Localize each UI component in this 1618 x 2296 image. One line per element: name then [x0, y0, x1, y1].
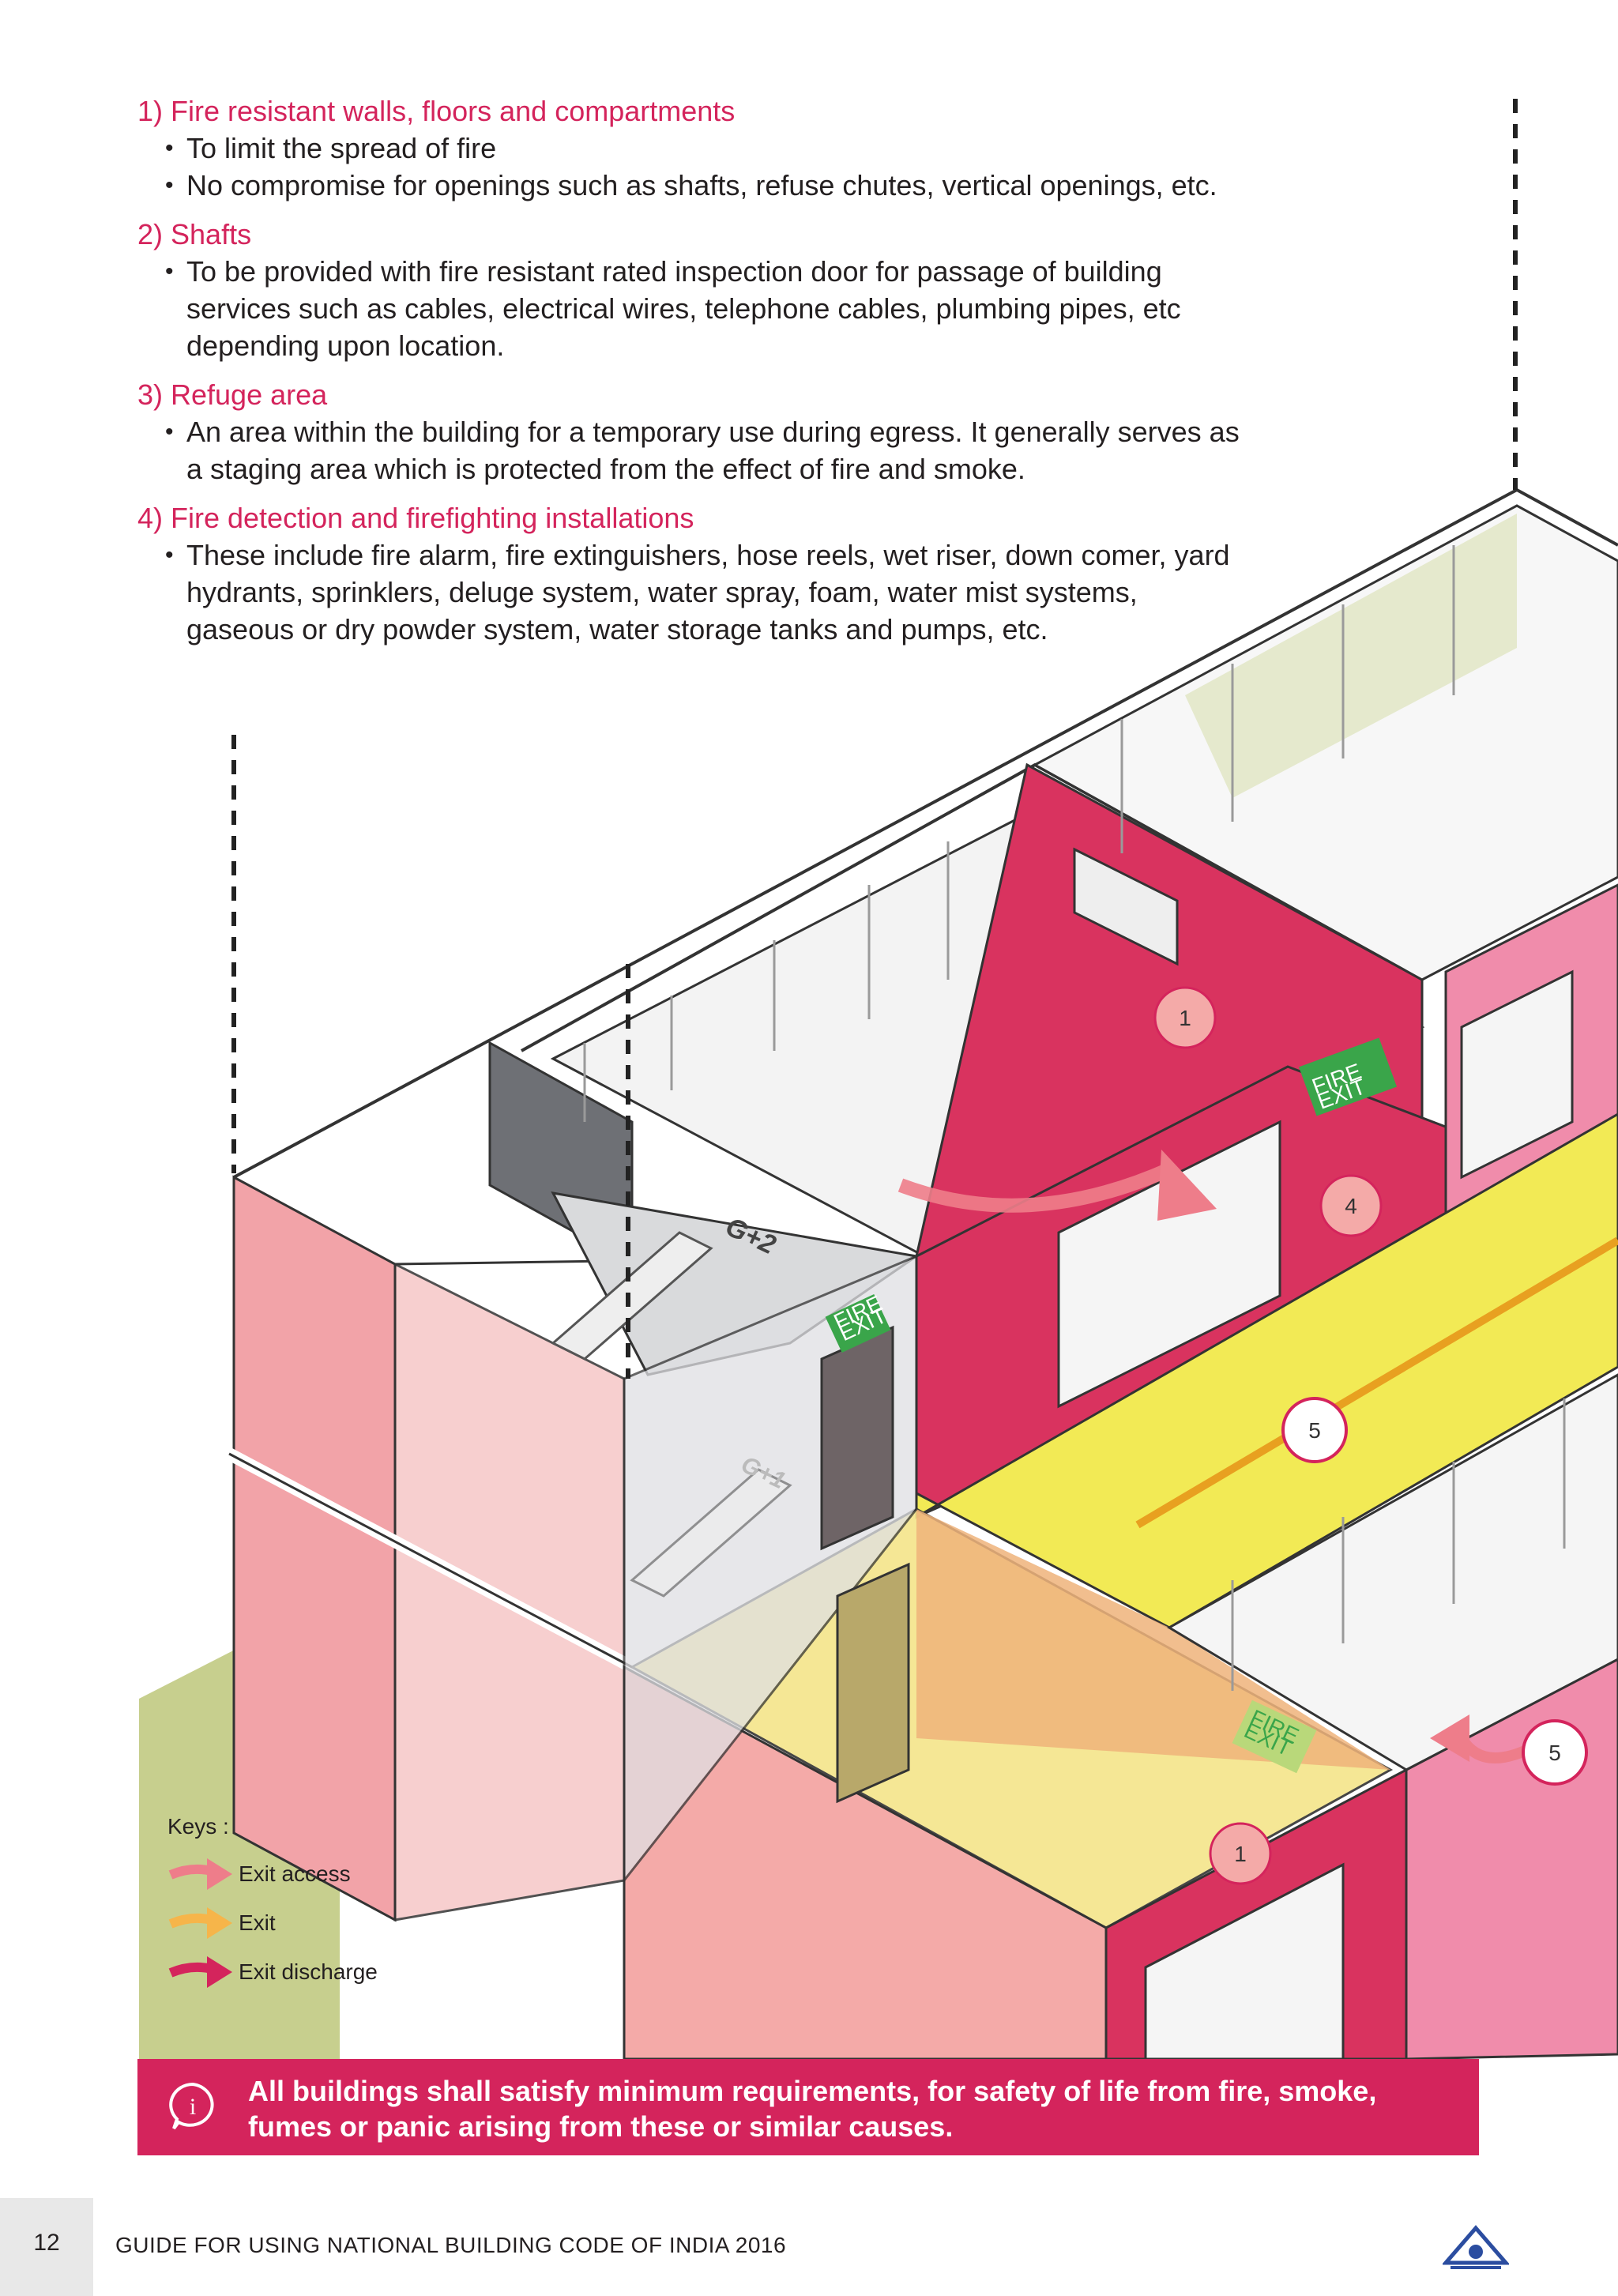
arrow-right-icon — [168, 1956, 232, 1988]
key-exit-access: Exit access — [167, 1854, 351, 1903]
keys-title: Keys : — [167, 1814, 229, 1839]
bullet-item: An area within the building for a tempor… — [165, 413, 1245, 487]
bullet-list: To limit the spread of fire No compromis… — [137, 130, 1259, 204]
arrow-right-icon — [168, 1907, 232, 1939]
bullet-list: These include fire alarm, fire extinguis… — [137, 536, 1245, 648]
key-exit-discharge: Exit discharge — [167, 1952, 378, 2001]
fire-doors — [820, 969, 1574, 2061]
section-shafts: 2) Shafts To be provided with fire resis… — [137, 216, 1259, 364]
svg-text:1: 1 — [1179, 1006, 1191, 1030]
outer-wall-left-glass — [393, 1262, 626, 1921]
dashed-guides — [231, 99, 1518, 1379]
callout-5-corridor: 5 — [1281, 1397, 1348, 1463]
exit-access-arrow-upper — [897, 1162, 1172, 1213]
section-title: 1) Fire resistant walls, floors and comp… — [137, 95, 736, 127]
arrow-right-icon — [168, 1858, 232, 1890]
outer-wall-left — [232, 1175, 397, 1922]
svg-text:1: 1 — [1234, 1842, 1247, 1866]
note-banner: i All buildings shall satisfy minimum re… — [137, 2059, 1479, 2155]
footer-title: GUIDE FOR USING NATIONAL BUILDING CODE O… — [115, 2233, 787, 2257]
svg-text:i: i — [190, 2094, 196, 2120]
info-icon: i — [169, 2082, 214, 2130]
svg-text:5: 5 — [1308, 1418, 1321, 1443]
page-number: 12 — [33, 2230, 60, 2256]
bullet-list: An area within the building for a tempor… — [137, 413, 1245, 487]
note-text: All buildings shall satisfy minimum requ… — [248, 2075, 1377, 2143]
section-fire-resistant-walls: 1) Fire resistant walls, floors and comp… — [137, 93, 1259, 204]
bullet-list: To be provided with fire resistant rated… — [137, 253, 1245, 364]
bullet-item: To limit the spread of fire — [165, 130, 1259, 167]
bis-logo-icon — [1443, 2225, 1509, 2269]
bullet-item: To be provided with fire resistant rated… — [165, 253, 1245, 364]
section-title: 2) Shafts — [137, 218, 252, 250]
key-label: Exit access — [239, 1861, 351, 1886]
bullet-item: No compromise for openings such as shaft… — [165, 167, 1259, 204]
key-exit: Exit — [167, 1903, 276, 1952]
callout-5-lower: 5 — [1522, 1719, 1588, 1786]
keys-legend: Keys : Exit access Exit Exit discharge — [167, 1814, 378, 2001]
section-title: 3) Refuge area — [137, 378, 328, 411]
bullet-item: These include fire alarm, fire extinguis… — [165, 536, 1245, 648]
staircase — [551, 1231, 792, 1598]
section-refuge-area: 3) Refuge area An area within the buildi… — [137, 377, 1259, 487]
section-fire-detection: 4) Fire detection and firefighting insta… — [137, 500, 1259, 648]
callout-1-lower: 1 — [1209, 1822, 1272, 1885]
section-title: 4) Fire detection and firefighting insta… — [137, 502, 694, 534]
fire-safety-requirements: 1) Fire resistant walls, floors and comp… — [137, 93, 1259, 661]
key-label: Exit discharge — [239, 1959, 378, 1984]
svg-text:5: 5 — [1548, 1741, 1561, 1765]
svg-text:4: 4 — [1345, 1194, 1357, 1218]
callout-1-upper: 1 — [1153, 986, 1217, 1049]
page-number-box — [0, 2198, 93, 2296]
key-label: Exit — [239, 1910, 276, 1935]
callout-4: 4 — [1319, 1174, 1383, 1237]
